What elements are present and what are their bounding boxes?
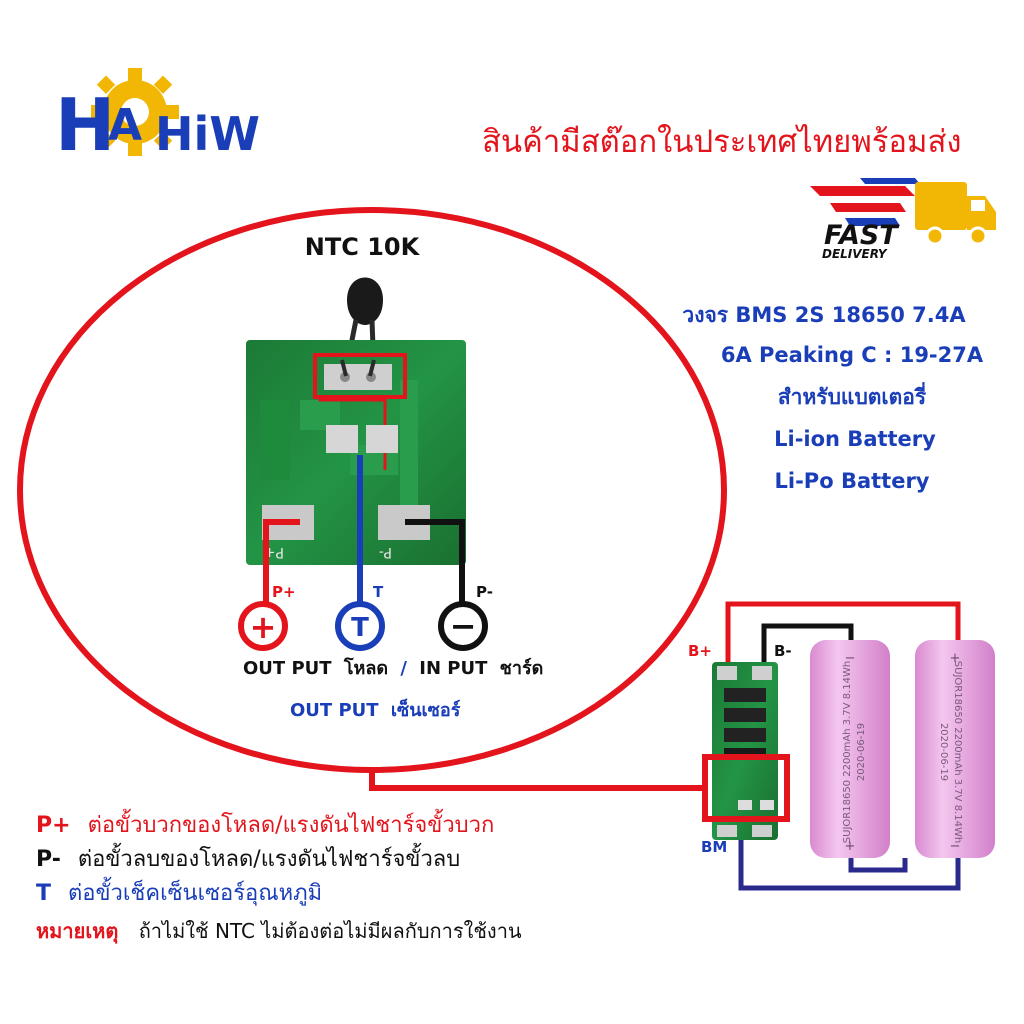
cell2-plus: +	[950, 651, 961, 666]
svg-text:OUT PUT เซ็นเซอร์: OUT PUT เซ็นเซอร์	[290, 698, 461, 721]
spec-line-2: 6A Peaking C : 19-27A	[721, 343, 984, 367]
spec-line-5: Li-Po Battery	[775, 469, 930, 493]
spec-line-4: Li-ion Battery	[774, 427, 936, 451]
note-remark: หมายเหตุ ถ้าไม่ใช้ NTC ไม่ต้องต่อไม่มีผล…	[36, 919, 522, 944]
fast-label: FAST	[824, 220, 900, 251]
brand-letter-a: A	[108, 100, 142, 151]
bms-board: P+ P-	[246, 340, 466, 565]
notes-list: P+ ต่อขั้วบวกของโหลด/แรงดันไฟชาร์จขั้วบว…	[36, 809, 522, 944]
headline: สินค้ามีสต๊อกในประเทศไทยพร้อมส่ง	[482, 124, 962, 160]
bm-label: BM	[701, 838, 727, 856]
cell2-date: 2020-06-19	[938, 723, 949, 781]
p-minus-label: P-	[476, 583, 493, 601]
b-minus-wire	[761, 623, 854, 672]
pad-p-minus-print: P-	[379, 544, 392, 560]
bm-wire	[738, 838, 961, 891]
small-bms-board	[702, 662, 790, 840]
ntc-label: NTC 10K	[305, 233, 421, 261]
battery-cell-2: SUJOR18650 2200mAh 3.7V 8.14Wh 2020-06-1…	[915, 640, 995, 858]
svg-text:T: T	[351, 613, 369, 643]
cell1-text: SUJOR18650 2200mAh 3.7V 8.14Wh	[842, 661, 853, 843]
minus-terminal-icon: −	[438, 601, 488, 651]
note-p-plus: P+ ต่อขั้วบวกของโหลด/แรงดันไฟชาร์จขั้วบว…	[36, 809, 494, 838]
battery-cell-1: SUJOR18650 2200mAh 3.7V 8.14Wh 2020-06-1…	[810, 640, 890, 858]
cell1-minus: −	[845, 651, 856, 666]
spec-line-3: สำหรับแบตเตอรี่	[778, 381, 927, 409]
cell2-minus: −	[950, 839, 961, 854]
b-minus-label: B-	[774, 642, 792, 660]
output-part1: OUT PUT	[243, 658, 332, 679]
delivery-label: DELIVERY	[822, 247, 888, 261]
gear-icon	[91, 68, 179, 156]
speed-lines	[810, 178, 920, 226]
b-plus-wire	[725, 601, 961, 666]
cell-bridge-wire	[848, 858, 908, 873]
output-line: OUT PUT โหลด / IN PUT ชาร์ด	[243, 657, 543, 679]
board-wires	[263, 455, 465, 605]
sensor-part1: OUT PUT	[290, 700, 379, 721]
note-t: T ต่อขั้วเช็คเซ็นเซอร์อุณหภูมิ	[36, 877, 322, 906]
t-label: T	[373, 583, 384, 601]
sensor-line: OUT PUT เซ็นเซอร์	[290, 698, 461, 721]
cell2-text: SUJOR18650 2200mAh 3.7V 8.14Wh	[952, 661, 963, 843]
fast-delivery-badge: FAST DELIVERY	[810, 178, 996, 261]
spec-line-1: วงจร BMS 2S 18650 7.4A	[682, 303, 966, 327]
p-plus-label: P+	[272, 583, 296, 601]
connector-line	[369, 770, 705, 791]
t-terminal-icon: T	[335, 601, 385, 651]
note-p-minus: P- ต่อขั้วลบของโหลด/แรงดันไฟชาร์จขั้วลบ	[36, 843, 460, 872]
spec-list: วงจร BMS 2S 18650 7.4A 6A Peaking C : 19…	[682, 303, 983, 493]
sensor-part2: เซ็นเซอร์	[391, 698, 461, 721]
svg-text:+: +	[250, 608, 277, 646]
b-plus-label: B+	[688, 642, 712, 660]
output-part4: ชาร์ด	[500, 657, 544, 679]
brand-letter-h: H	[55, 83, 115, 167]
brand-letters-hiw: HiW	[155, 107, 260, 161]
brand-logo: H A HiW	[55, 68, 260, 167]
output-part3: IN PUT	[419, 658, 488, 679]
output-part2: โหลด	[343, 657, 388, 679]
truck-icon	[915, 182, 996, 246]
cell1-date: 2020-06-19	[856, 723, 867, 781]
svg-text:OUT PUT โหลด /: OUT PUT โหลด / IN PUT ชาร์ด	[243, 657, 543, 679]
cell1-plus: +	[845, 839, 856, 854]
output-slash: /	[400, 658, 407, 679]
plus-terminal-icon: +	[238, 601, 288, 651]
svg-text:−: −	[450, 607, 477, 645]
